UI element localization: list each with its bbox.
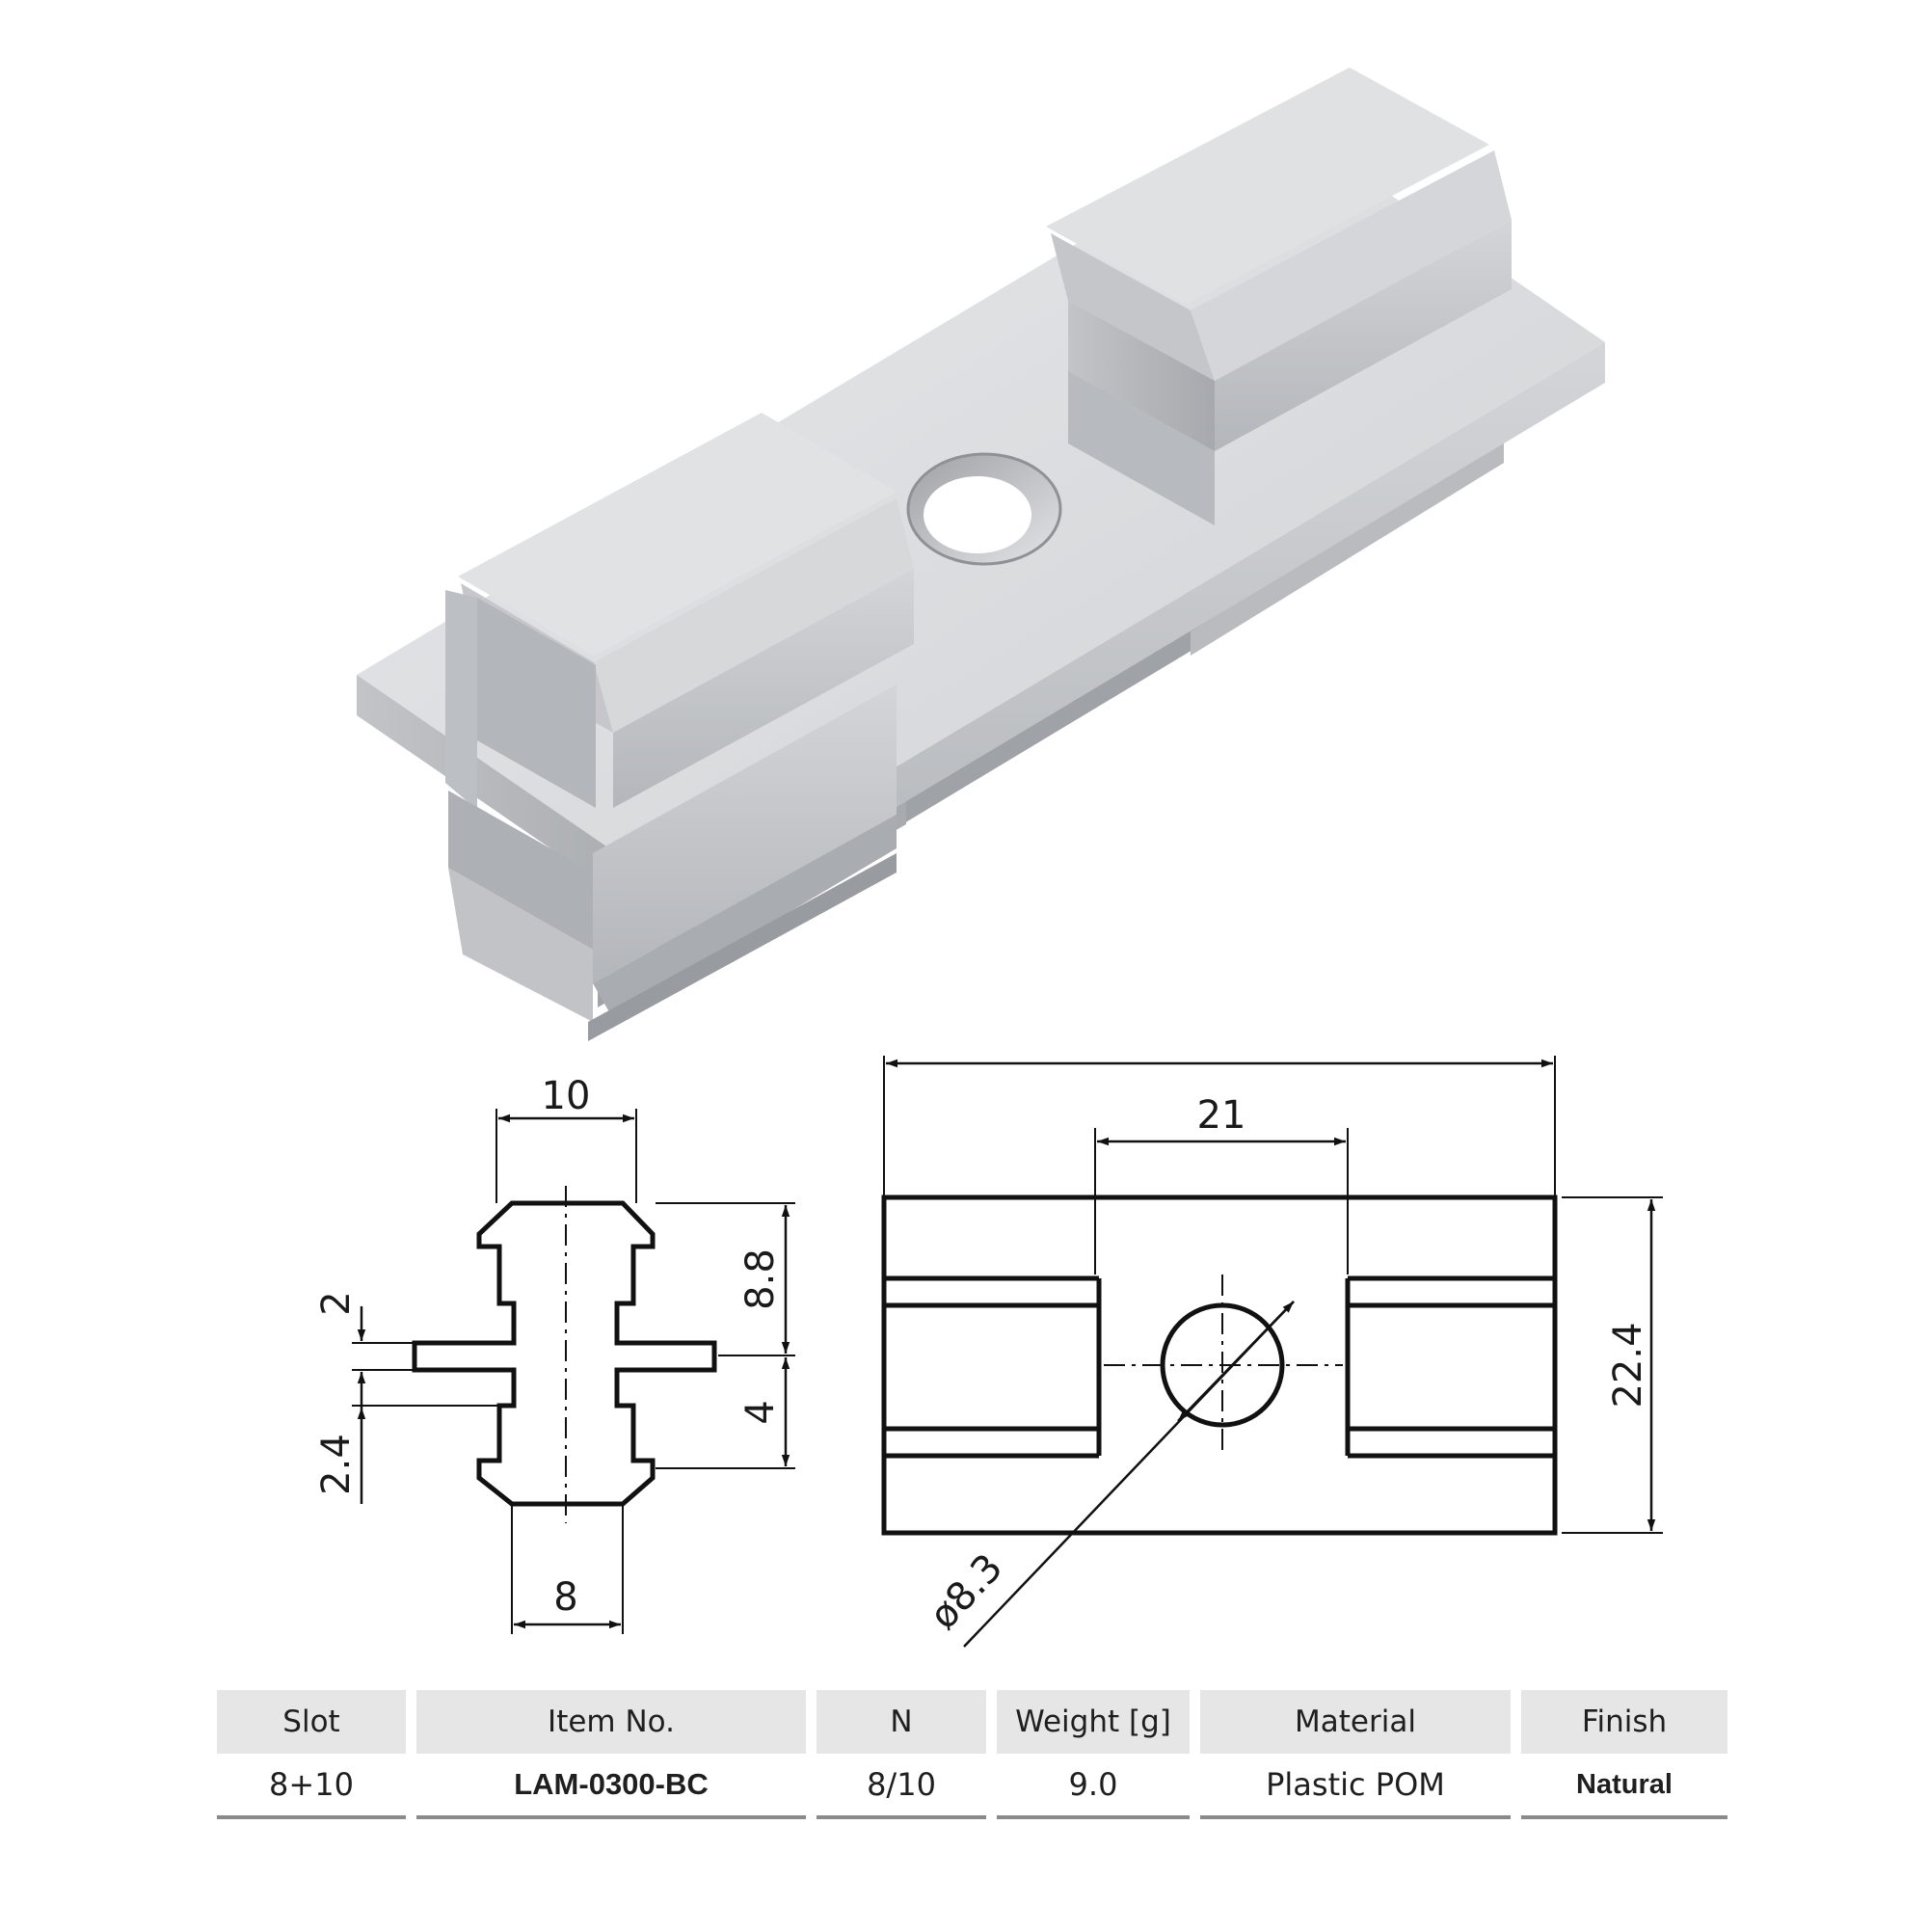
header-item-no: Item No. bbox=[416, 1690, 806, 1754]
value-item-no: LAM-0300-BC bbox=[416, 1754, 806, 1819]
rail-front bbox=[445, 413, 914, 1041]
rail-back bbox=[1046, 67, 1512, 525]
value-material: Plastic POM bbox=[1200, 1754, 1511, 1819]
profile-drawing bbox=[352, 1109, 795, 1634]
dim-hole-spacing: 21 bbox=[1197, 1093, 1246, 1138]
value-finish: Natural bbox=[1521, 1754, 1727, 1819]
dim-width-bottom: 8 bbox=[553, 1575, 577, 1620]
value-slot: 8+10 bbox=[217, 1754, 406, 1819]
header-finish: Finish bbox=[1521, 1690, 1727, 1754]
dim-height-upper: 8.8 bbox=[738, 1248, 783, 1310]
spec-header-row: Slot Item No. N Weight [g] Material Fini… bbox=[217, 1690, 1727, 1754]
header-slot: Slot bbox=[217, 1690, 406, 1754]
dim-flange-gap: 2.4 bbox=[314, 1434, 359, 1495]
dim-overall-height: 22.4 bbox=[1606, 1322, 1650, 1408]
header-material: Material bbox=[1200, 1690, 1511, 1754]
product-photo bbox=[357, 67, 1605, 1041]
dim-hole-diameter: ø8.3 bbox=[922, 1545, 1012, 1638]
top-view-drawing bbox=[881, 1056, 1663, 1648]
header-n: N bbox=[817, 1690, 986, 1754]
dim-height-lower: 4 bbox=[738, 1400, 783, 1424]
value-n: 8/10 bbox=[817, 1754, 986, 1819]
spec-data-row: 8+10 LAM-0300-BC 8/10 9.0 Plastic POM Na… bbox=[217, 1754, 1727, 1819]
spec-table: Slot Item No. N Weight [g] Material Fini… bbox=[206, 1690, 1738, 1819]
header-weight: Weight [g] bbox=[997, 1690, 1190, 1754]
dim-width-top: 10 bbox=[542, 1074, 591, 1118]
dim-flange-thickness: 2 bbox=[314, 1291, 359, 1315]
profile-outline bbox=[412, 1200, 717, 1507]
body-outline bbox=[881, 1194, 1558, 1536]
value-weight: 9.0 bbox=[997, 1754, 1190, 1819]
